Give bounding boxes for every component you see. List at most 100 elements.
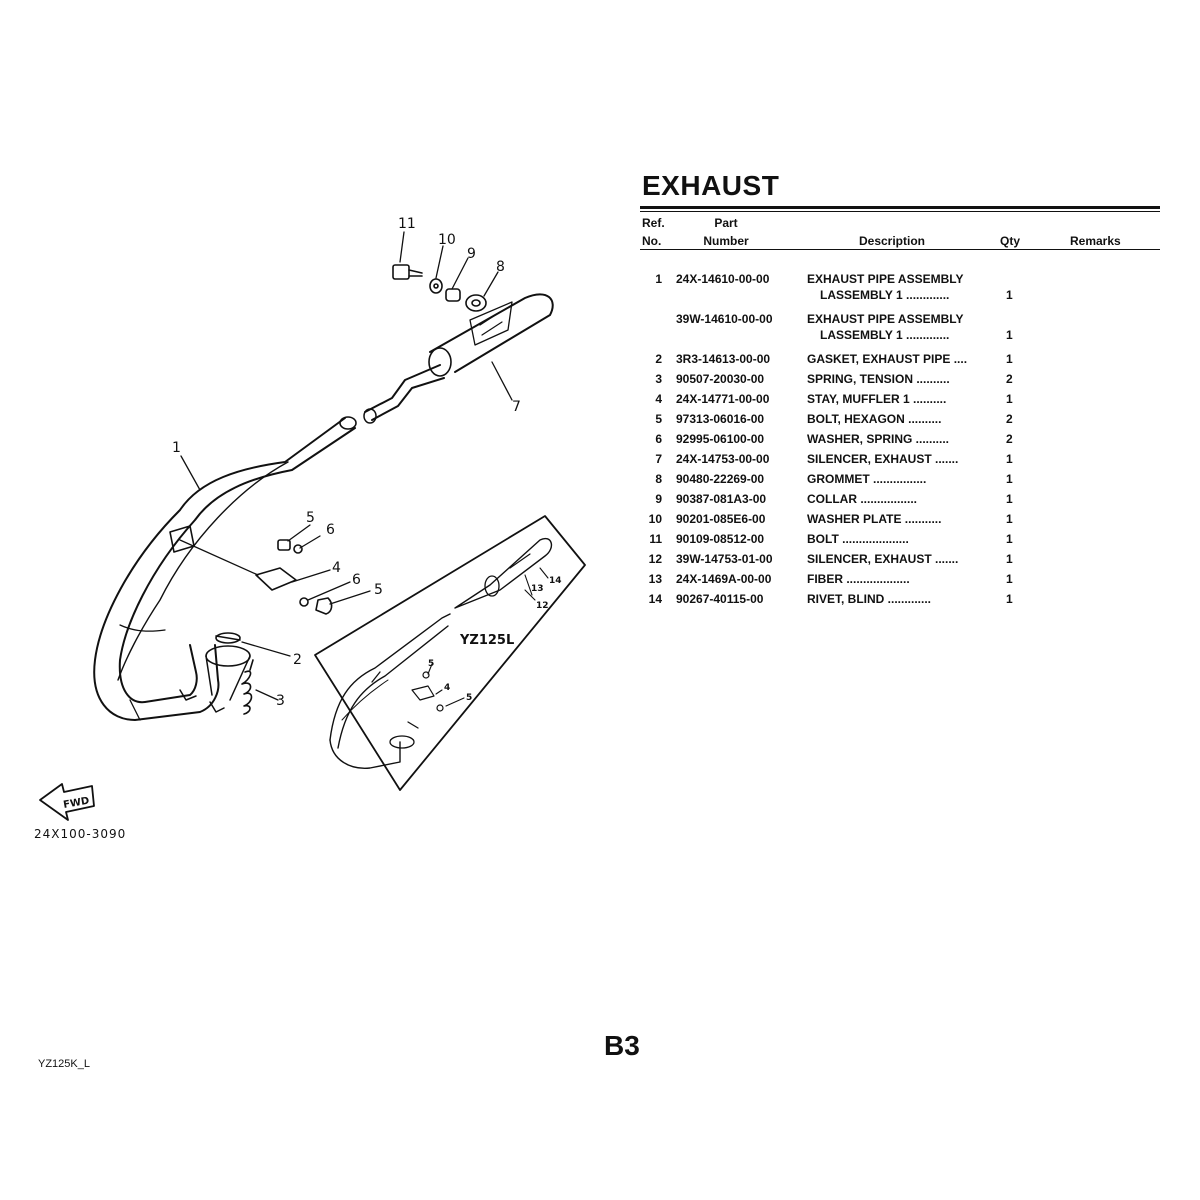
part-number: 39W-14753-01-00 xyxy=(676,552,773,566)
qty: 1 xyxy=(1006,552,1013,566)
part-number: 24X-14610-00-00 xyxy=(676,272,770,286)
part-number: 90201-085E6-00 xyxy=(676,512,766,526)
part-number: 24X-14753-00-00 xyxy=(676,452,770,466)
ref-no: 3 xyxy=(655,372,662,386)
part-number: 3R3-14613-00-00 xyxy=(676,352,771,366)
part-number: 92995-06100-00 xyxy=(676,432,765,446)
ref-no: 14 xyxy=(648,592,662,606)
part-number: 90267-40115-00 xyxy=(676,592,764,606)
inset-callout-4: 4 xyxy=(444,683,450,693)
qty: 1 xyxy=(1006,572,1013,586)
qty: 1 xyxy=(1006,592,1013,606)
part-number: 24X-14771-00-00 xyxy=(676,392,770,406)
header-part-line1: Part xyxy=(714,216,738,230)
page-id: B3 xyxy=(604,1030,640,1061)
ref-no: 8 xyxy=(655,472,662,486)
ref-no: 2 xyxy=(655,352,662,366)
fwd-arrow-icon xyxy=(39,783,95,821)
inset-yz125l-drawing xyxy=(314,515,586,791)
table-row: 7 24X-14753-00-00 SILENCER, EXHAUST ....… xyxy=(640,452,1160,472)
table-row: 9 90387-081A3-00 COLLAR ................… xyxy=(640,492,1160,512)
ref-no: 10 xyxy=(648,512,662,526)
qty: 1 xyxy=(1006,472,1013,486)
description: EXHAUST PIPE ASSEMBLY xyxy=(807,312,964,326)
header-ref-line2: No. xyxy=(642,234,662,248)
table-row: 4 24X-14771-00-00 STAY, MUFFLER 1 ......… xyxy=(640,392,1160,412)
table-row: 2 3R3-14613-00-00 GASKET, EXHAUST PIPE .… xyxy=(640,352,1160,372)
part-number: 24X-1469A-00-00 xyxy=(676,572,772,586)
callout-10: 10 xyxy=(438,232,456,248)
callout-5-lower: 5 xyxy=(374,582,383,598)
callout-6-upper: 6 xyxy=(326,522,335,538)
ref-no: 5 xyxy=(655,412,662,426)
description: RIVET, BLIND ............. xyxy=(807,592,932,606)
header-qty: Qty xyxy=(1000,234,1021,248)
description: GROMMET ................ xyxy=(807,472,927,486)
part-number: 39W-14610-00-00 xyxy=(676,312,773,326)
ref-no: 9 xyxy=(655,492,662,506)
silencer-hardware-drawing xyxy=(392,264,487,312)
table-row: 6 92995-06100-00 WASHER, SPRING ........… xyxy=(640,432,1160,452)
model-code: YZ125K_L xyxy=(38,1058,90,1070)
inset-callout-5-lower: 5 xyxy=(466,693,472,703)
table-row: 3 90507-20030-00 SPRING, TENSION .......… xyxy=(640,372,1160,392)
qty: 1 xyxy=(1006,532,1013,546)
part-number: 90507-20030-00 xyxy=(676,372,765,386)
header-ref-line1: Ref. xyxy=(642,216,665,230)
description: SPRING, TENSION .......... xyxy=(807,372,950,386)
callout-9: 9 xyxy=(467,246,476,262)
header-ref: Ref. No. xyxy=(642,216,665,248)
table-row: 1 24X-14610-00-00 EXHAUST PIPE ASSEMBLY … xyxy=(640,272,1160,312)
callout-2: 2 xyxy=(293,652,302,668)
header-remarks: Remarks xyxy=(1070,234,1121,248)
header-part-line2: Number xyxy=(703,234,749,248)
header-part-number: Part Number xyxy=(702,216,750,248)
qty: 1 xyxy=(1006,328,1013,342)
description: GASKET, EXHAUST PIPE .... xyxy=(807,352,968,366)
title-rule-thin xyxy=(640,211,1160,212)
exhaust-pipe-drawing xyxy=(93,416,357,721)
callout-leaders xyxy=(179,231,513,701)
ref-no: 7 xyxy=(655,452,662,466)
table-row: 11 90109-08512-00 BOLT .................… xyxy=(640,532,1160,552)
ref-no: 4 xyxy=(655,392,662,406)
ref-no: 12 xyxy=(648,552,662,566)
ref-no: 6 xyxy=(655,432,662,446)
title-rule xyxy=(640,206,1160,209)
ref-no: 1 xyxy=(655,272,662,286)
table-row: 14 90267-40115-00 RIVET, BLIND .........… xyxy=(640,592,1160,612)
inset-callouts: 5 4 5 12 13 14 xyxy=(428,576,562,703)
parts-list: 1 24X-14610-00-00 EXHAUST PIPE ASSEMBLY … xyxy=(640,272,1160,612)
inset-callout-5-upper: 5 xyxy=(428,659,434,669)
callout-11: 11 xyxy=(398,216,416,232)
qty: 1 xyxy=(1006,512,1013,526)
callout-5-upper: 5 xyxy=(306,510,315,526)
description: STAY, MUFFLER 1 .......... xyxy=(807,392,947,406)
drawing-code: 24X100-3090 xyxy=(34,827,126,841)
qty: 1 xyxy=(1006,492,1013,506)
description: WASHER, SPRING .......... xyxy=(807,432,950,446)
table-row: 13 24X-1469A-00-00 FIBER ...............… xyxy=(640,572,1160,592)
qty: 2 xyxy=(1006,412,1013,426)
ref-no: 11 xyxy=(649,532,662,546)
inset-model-label: YZ125L xyxy=(459,633,514,648)
page-title: EXHAUST xyxy=(642,170,780,201)
description: BOLT, HEXAGON .......... xyxy=(807,412,942,426)
table-row: 39W-14610-00-00 EXHAUST PIPE ASSEMBLY LA… xyxy=(640,312,1160,352)
table-row: 5 97313-06016-00 BOLT, HEXAGON .........… xyxy=(640,412,1160,432)
ref-no: 13 xyxy=(648,572,662,586)
description: EXHAUST PIPE ASSEMBLY xyxy=(807,272,964,286)
part-number: 97313-06016-00 xyxy=(676,412,765,426)
part-number: 90480-22269-00 xyxy=(676,472,765,486)
table-row: 12 39W-14753-01-00 SILENCER, EXHAUST ...… xyxy=(640,552,1160,572)
header-rule xyxy=(640,249,1160,250)
table-row: 10 90201-085E6-00 WASHER PLATE .........… xyxy=(640,512,1160,532)
inset-callout-12: 12 xyxy=(536,601,549,611)
description: FIBER ................... xyxy=(807,572,910,586)
gasket-spring-drawing xyxy=(215,632,254,715)
inset-callout-13: 13 xyxy=(531,584,544,594)
description: BOLT .................... xyxy=(807,532,909,546)
description-line2: LASSEMBLY 1 ............. xyxy=(820,328,950,342)
inset-callout-14: 14 xyxy=(549,576,562,586)
